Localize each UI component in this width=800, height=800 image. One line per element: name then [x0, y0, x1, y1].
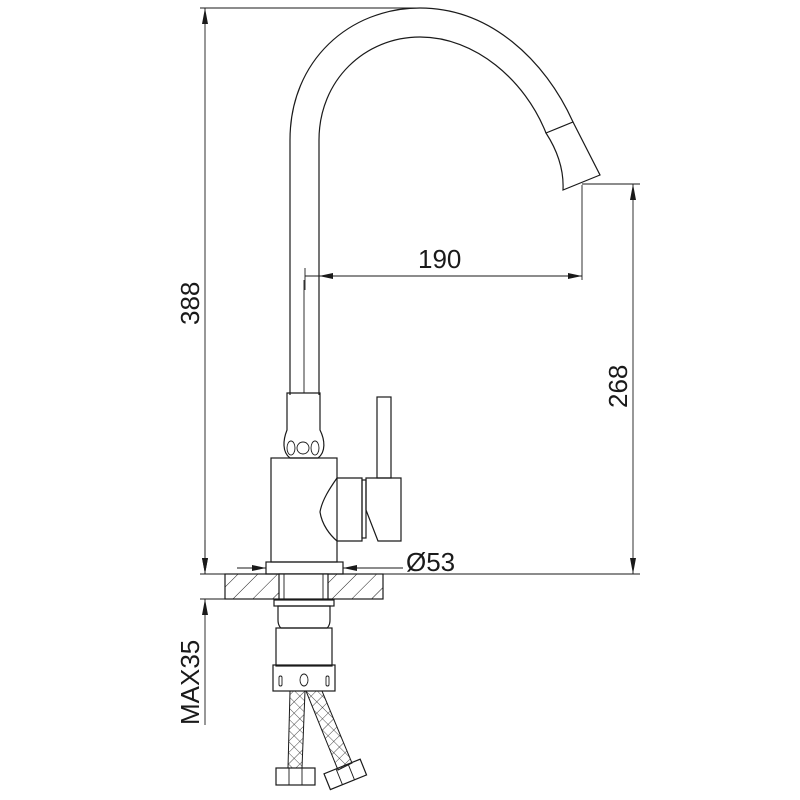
aerator-nozzle: [545, 121, 601, 191]
dimension-max-thickness: MAX35: [175, 540, 208, 725]
collar: [283, 392, 325, 459]
dimension-base-diameter: Ø53: [237, 547, 455, 577]
dimension-190-label: 190: [418, 244, 461, 274]
handle-lever[interactable]: [376, 396, 392, 479]
supply-hoses: [275, 690, 368, 791]
hose-nut-left: [275, 767, 316, 786]
dimension-spout-reach: 190: [304, 185, 583, 290]
dimension-total-height: 388: [175, 7, 420, 574]
dimension-388-label: 388: [175, 282, 205, 325]
dimension-268-label: 268: [603, 365, 633, 408]
dimension-spout-height: 268: [582, 183, 640, 574]
dimension-max35-label: MAX35: [175, 640, 205, 725]
mounting-shank: [272, 599, 336, 692]
dimension-d53-label: Ø53: [406, 547, 455, 577]
spout: [289, 7, 601, 395]
base-plate: [265, 561, 344, 575]
handle[interactable]: [365, 477, 402, 542]
hose-nut-right: [323, 758, 368, 791]
mixer-cartridge: [319, 477, 363, 542]
faucet-body: [270, 457, 338, 563]
